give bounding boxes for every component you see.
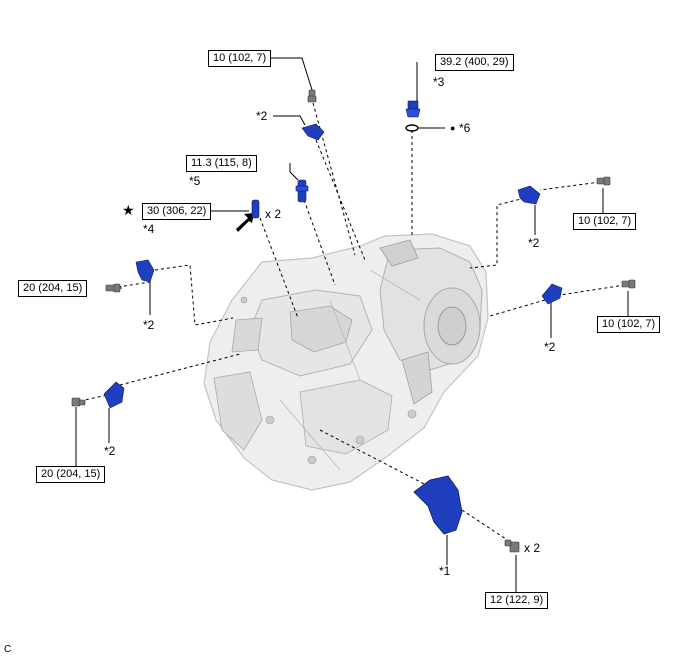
bolt-icon	[307, 89, 317, 103]
torque-box: 12 (122, 9)	[485, 592, 549, 609]
bolt-icon	[71, 397, 86, 407]
bolt-icon	[105, 283, 121, 293]
callout-label: *6	[459, 121, 471, 135]
torque-box: 11.3 (115, 8)	[186, 155, 257, 172]
torque-box: 39.2 (400, 29)	[435, 54, 514, 71]
star-icon: ★	[122, 202, 135, 218]
stud-bolt-part	[251, 199, 260, 219]
quantity-label: x 2	[265, 207, 282, 221]
torque-box: 20 (204, 15)	[18, 280, 88, 297]
dot-icon: ●	[450, 123, 456, 133]
callout-label: *2	[256, 109, 268, 123]
union-fitting-part	[295, 179, 309, 203]
bracket-part	[103, 381, 125, 409]
callout-label: *2	[528, 236, 540, 250]
torque-box: 10 (102, 7)	[208, 50, 272, 67]
torque-box: 10 (102, 7)	[597, 316, 661, 333]
bolt-icon	[596, 176, 611, 186]
figure-code: C	[4, 644, 12, 655]
drain-plug-part	[405, 100, 421, 118]
torque-box: 20 (204, 15)	[36, 466, 106, 483]
callout-label: *2	[104, 444, 116, 458]
bolt-icon	[621, 279, 636, 289]
bracket-part	[135, 259, 155, 283]
bracket-part	[541, 283, 563, 305]
callout-label: *1	[439, 564, 451, 578]
torque-box: 10 (102, 7)	[573, 213, 637, 230]
bolt-icon	[504, 539, 520, 553]
gasket-part	[405, 124, 419, 132]
callout-label: *2	[143, 318, 155, 332]
callout-label: *2	[544, 340, 556, 354]
callout-label: *4	[143, 222, 155, 236]
callout-label: *5	[189, 174, 201, 188]
callout-label: *3	[433, 75, 445, 89]
arrow-icon	[236, 213, 254, 232]
quantity-label: x 2	[524, 541, 541, 555]
transaxle-assembly	[203, 233, 489, 491]
torque-box: 30 (306, 22)	[142, 203, 212, 220]
large-bracket-part	[413, 475, 463, 535]
bracket-part	[517, 185, 541, 205]
bracket-part	[301, 123, 325, 141]
